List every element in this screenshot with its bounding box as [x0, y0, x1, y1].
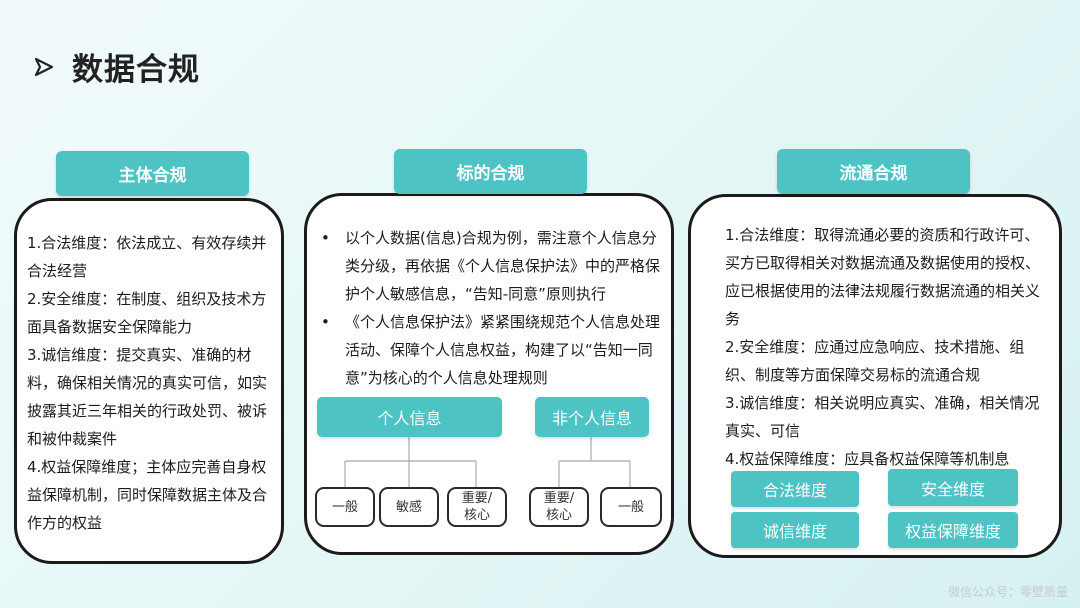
- watermark: 微信公众号：零壁质量: [947, 585, 1068, 599]
- card-subject-compliance: 1.合法维度：依法成立、有效存续并合法经营 2.安全维度：在制度、组织及技术方面…: [14, 198, 284, 564]
- tag-rights-protection-dimension: 权益保障维度: [888, 512, 1018, 548]
- heading-object-compliance: 标的合规: [394, 149, 587, 194]
- bullet-dot-icon: •: [321, 313, 330, 331]
- slide-title: 数据合规: [34, 44, 200, 89]
- arrowhead-icon: [34, 57, 54, 76]
- heading-subject-compliance: 主体合规: [56, 151, 249, 196]
- bullet-dot-icon: •: [321, 229, 330, 247]
- leaf-important-core: 重要/核心: [529, 487, 589, 527]
- heading-circulation-compliance: 流通合规: [777, 149, 970, 194]
- page-title: 数据合规: [72, 52, 200, 88]
- tag-integrity-dimension: 诚信维度: [731, 512, 859, 548]
- list-item: 4.权益保障维度；主体应完善自身权益保障机制，同时保障数据主体及合作方的权益: [27, 458, 268, 532]
- bullet-item: • 《个人信息保护法》紧紧围绕规范个人信息处理活动、保障个人信息权益，构建了以“…: [321, 308, 661, 392]
- node-non-personal-info: 非个人信息: [535, 397, 649, 437]
- leaf-sensitive: 敏感: [379, 487, 439, 527]
- list-item: 2.安全维度：在制度、组织及技术方面具备数据安全保障能力: [27, 290, 267, 336]
- list-item: 1.合法维度：依法成立、有效存续并合法经营: [27, 234, 267, 280]
- bullet-item: • 以个人数据(信息)合规为例，需注意个人信息分类分级，再依据《个人信息保护法》…: [321, 224, 661, 308]
- list-item: 1.合法维度：取得流通必要的资质和行政许可、买方已取得相关对数据流通及数据使用的…: [725, 226, 1041, 328]
- leaf-important-core: 重要/核心: [447, 487, 507, 527]
- list-item: 3.诚信维度：相关说明应真实、准确，相关情况真实、可信: [725, 394, 1040, 440]
- tag-security-dimension: 安全维度: [888, 469, 1018, 506]
- leaf-general: 一般: [315, 487, 375, 527]
- list-item: 2.安全维度：应通过应急响应、技术措施、组织、制度等方面保障交易标的流通合规: [725, 338, 1025, 384]
- list-item: 3.诚信维度：提交真实、准确的材料，确保相关情况的真实可信，如实披露其近三年相关…: [27, 346, 268, 448]
- node-personal-info: 个人信息: [317, 397, 502, 437]
- tag-legal-dimension: 合法维度: [731, 471, 859, 507]
- list-item: 4.权益保障维度：应具备权益保障等机制息: [725, 450, 1010, 468]
- leaf-general: 一般: [600, 487, 662, 527]
